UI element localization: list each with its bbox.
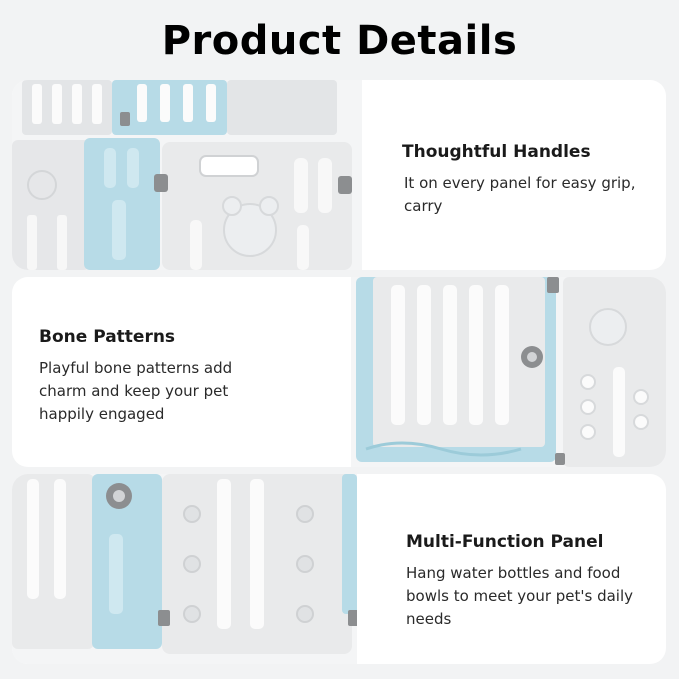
page-title: Product Details — [161, 18, 518, 64]
feature-body-bone-patterns: Playful bone patterns add charm and keep… — [39, 359, 233, 423]
feature-card-handles: Thoughtful Handles It on every panel for… — [12, 80, 666, 270]
feature-heading-multi-function: Multi-Function Panel — [406, 532, 604, 552]
feature-body-multi-function: Hang water bottles and food bowls to mee… — [406, 564, 634, 628]
feature-card-bone-patterns: Bone Patterns Playful bone patterns add … — [12, 277, 666, 467]
feature-heading-handles: Thoughtful Handles — [402, 142, 591, 162]
feature-body-handles: It on every panel for easy grip, carry — [404, 174, 636, 215]
playpen-panel-image — [12, 474, 357, 664]
feature-card-multi-function: Multi-Function Panel Hang water bottles … — [12, 474, 666, 664]
feature-heading-bone-patterns: Bone Patterns — [39, 327, 176, 347]
playpen-door-image — [351, 277, 666, 467]
playpen-handles-image — [12, 80, 362, 270]
